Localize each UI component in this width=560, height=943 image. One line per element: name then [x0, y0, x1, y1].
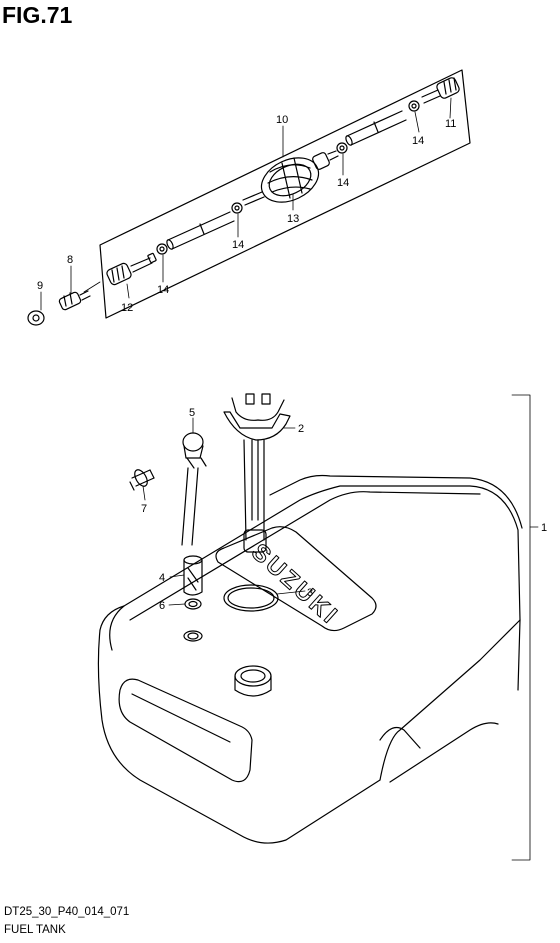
hose-segment-b	[345, 110, 407, 146]
callout-7: 7	[141, 503, 147, 515]
callout-5: 5	[189, 407, 195, 419]
fuel-hose-assembly	[99, 69, 471, 319]
callout-6: 6	[159, 600, 165, 612]
union-4	[183, 555, 203, 596]
clamp-14-d	[408, 100, 420, 112]
callout-14-a: 14	[412, 135, 424, 147]
gasket-6	[184, 598, 202, 610]
callout-10: 10	[276, 114, 288, 126]
callout-3: 3	[307, 587, 313, 599]
vent-fitting-7	[129, 469, 155, 491]
callout-8: 8	[67, 254, 73, 266]
hose-segment-a	[166, 211, 235, 250]
callout-labels: 10 11 13 14 14 14 14 12 8 9 5 2 7 1 4 3 …	[37, 114, 547, 612]
fitting-8	[58, 290, 91, 311]
clamp-14-a	[156, 243, 168, 255]
callout-14-b: 14	[337, 177, 349, 189]
fuel-tank-body	[97, 474, 523, 844]
clamp-14-c	[336, 142, 348, 154]
hose-assembly-panel	[99, 69, 471, 319]
clamp-14-b	[231, 202, 243, 214]
callout-14-c: 14	[232, 239, 244, 251]
callout-2: 2	[298, 423, 304, 435]
callout-4: 4	[159, 572, 165, 584]
callout-13: 13	[287, 213, 299, 225]
callout-12: 12	[121, 302, 133, 314]
callout-9: 9	[37, 280, 43, 292]
fuel-gauge-2	[223, 393, 291, 553]
figure-title: FIG.71	[2, 2, 73, 28]
callout-11: 11	[445, 118, 456, 130]
primer-bulb-13	[242, 150, 339, 206]
o-ring-3	[223, 584, 279, 612]
callout-1: 1	[541, 522, 547, 534]
leader-lines	[40, 97, 539, 861]
cap-9	[27, 310, 45, 326]
connector-11	[421, 77, 460, 104]
callout-14-d: 14	[157, 284, 169, 296]
drawing-code: DT25_30_P40_014_071	[4, 906, 130, 918]
figure-caption: FUEL TANK	[4, 924, 66, 936]
pickup-tube-5	[181, 432, 207, 546]
connector-12	[106, 252, 157, 286]
